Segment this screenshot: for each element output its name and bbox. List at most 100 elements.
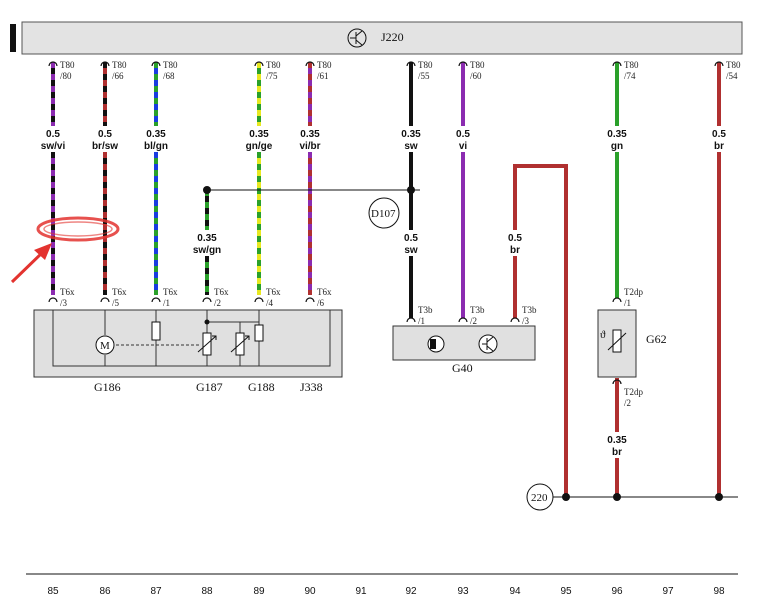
pin-label: /1 xyxy=(163,298,170,308)
top-pins xyxy=(48,61,724,67)
color: vi/br xyxy=(299,141,320,152)
column-number: 87 xyxy=(150,586,162,597)
module-internal-wiring xyxy=(52,310,331,367)
junction xyxy=(204,319,210,325)
gauge: 0.35 xyxy=(401,129,421,140)
pin-label: /3 xyxy=(522,316,530,326)
color: sw/gn xyxy=(193,245,221,256)
j220-control-unit-bar xyxy=(21,21,743,55)
pin-label: /3 xyxy=(60,298,68,308)
color: br xyxy=(510,245,520,256)
gauge: 0.35 xyxy=(146,129,166,140)
d107-label: D107 xyxy=(371,208,396,220)
gauge: 0.5 xyxy=(404,233,418,244)
junction-ground-95 xyxy=(562,493,570,501)
color: sw xyxy=(404,245,418,256)
conn-label: T80 xyxy=(470,60,485,70)
column-number: 88 xyxy=(201,586,213,597)
junction-92 xyxy=(407,186,415,194)
pin-label: /61 xyxy=(317,71,329,81)
d107-junction-circle xyxy=(368,197,400,229)
pin-label: /80 xyxy=(60,71,72,81)
column-number: 98 xyxy=(713,586,725,597)
column-number: 89 xyxy=(253,586,265,597)
conn-label: T6x xyxy=(266,287,281,297)
temperature-sensor-icon: ϑ xyxy=(600,329,627,353)
pin-label: /2 xyxy=(214,298,221,308)
pin-label: /55 xyxy=(418,71,430,81)
gauge: 0.35 xyxy=(300,129,320,140)
pin-label: /1 xyxy=(418,316,425,326)
column-number: 95 xyxy=(560,586,572,597)
color: br/sw xyxy=(92,141,118,152)
column-number: 93 xyxy=(457,586,469,597)
resistor-icon xyxy=(254,324,264,342)
junction-ground-98 xyxy=(715,493,723,501)
g188-label: G188 xyxy=(248,380,275,394)
potentiometer-g187-icon xyxy=(197,332,217,356)
conn-label: T3b xyxy=(470,305,485,315)
gauge: 0.5 xyxy=(508,233,522,244)
ground-220-label: 220 xyxy=(531,492,548,504)
conn-label: T80 xyxy=(60,60,75,70)
g40-box xyxy=(392,325,536,361)
pin-label: /1 xyxy=(624,298,631,308)
junction-ground-96 xyxy=(613,493,621,501)
conn-label: T80 xyxy=(112,60,127,70)
column-number: 90 xyxy=(304,586,316,597)
color: br xyxy=(612,447,622,458)
gauge: 0.5 xyxy=(456,129,470,140)
g187-label: G187 xyxy=(196,380,223,394)
conn-label: T6x xyxy=(317,287,332,297)
potentiometer-g188-icon xyxy=(230,332,250,356)
color: gn/ge xyxy=(246,141,273,152)
resistor-icon xyxy=(151,321,161,341)
column-number: 96 xyxy=(611,586,623,597)
conn-label: T80 xyxy=(317,60,332,70)
color: sw xyxy=(404,141,418,152)
transistor-icon xyxy=(478,334,498,354)
conn-label: T80 xyxy=(624,60,639,70)
g186-label: G186 xyxy=(94,380,121,394)
conn-label: T2dp xyxy=(624,387,643,397)
g40-label: G40 xyxy=(452,361,473,375)
conn-label: T2dp xyxy=(624,287,643,297)
color: sw/vi xyxy=(41,141,66,152)
gauge: 0.5 xyxy=(712,129,726,140)
conn-label: T3b xyxy=(418,305,433,315)
j338-label: J338 xyxy=(300,380,323,394)
pin-label: /74 xyxy=(624,71,636,81)
ground-220-circle xyxy=(526,483,554,511)
gauge: 0.5 xyxy=(98,129,112,140)
column-number: 86 xyxy=(99,586,111,597)
junction-88 xyxy=(203,186,211,194)
pin-label: /6 xyxy=(317,298,325,308)
conn-label: T6x xyxy=(163,287,178,297)
pin-label: /75 xyxy=(266,71,278,81)
pin-label: /66 xyxy=(112,71,124,81)
hall-sensor-icon xyxy=(427,335,445,353)
conn-label: T80 xyxy=(418,60,433,70)
pin-label: /68 xyxy=(163,71,175,81)
g186-j338-module-box xyxy=(33,309,343,378)
conn-label: T80 xyxy=(266,60,281,70)
conn-label: T6x xyxy=(214,287,229,297)
color: bl/gn xyxy=(144,141,168,152)
gauge: 0.5 xyxy=(46,129,60,140)
transistor-icon xyxy=(347,28,367,48)
column-number: 94 xyxy=(509,586,521,597)
conn-label: T80 xyxy=(726,60,741,70)
motor-label: M xyxy=(100,340,110,352)
column-number: 91 xyxy=(355,586,367,597)
pin-label: /4 xyxy=(266,298,274,308)
pin-label: /2 xyxy=(624,398,631,408)
color: br xyxy=(714,141,724,152)
pin-label: /54 xyxy=(726,71,738,81)
gauge-labels: 0.5 sw/vi 0.5 br/sw 0.35 bl/gn 0.35 gn/g… xyxy=(38,126,731,458)
bottom-connector-labels: T6x /3 T6x /5 T6x /1 T6x /2 T6x /4 T6x /… xyxy=(60,287,643,408)
bottom-pins xyxy=(48,297,622,385)
motor-symbol: M xyxy=(95,335,115,355)
conn-label: T6x xyxy=(60,287,75,297)
j220-label: J220 xyxy=(381,30,404,44)
gauge: 0.35 xyxy=(197,233,217,244)
